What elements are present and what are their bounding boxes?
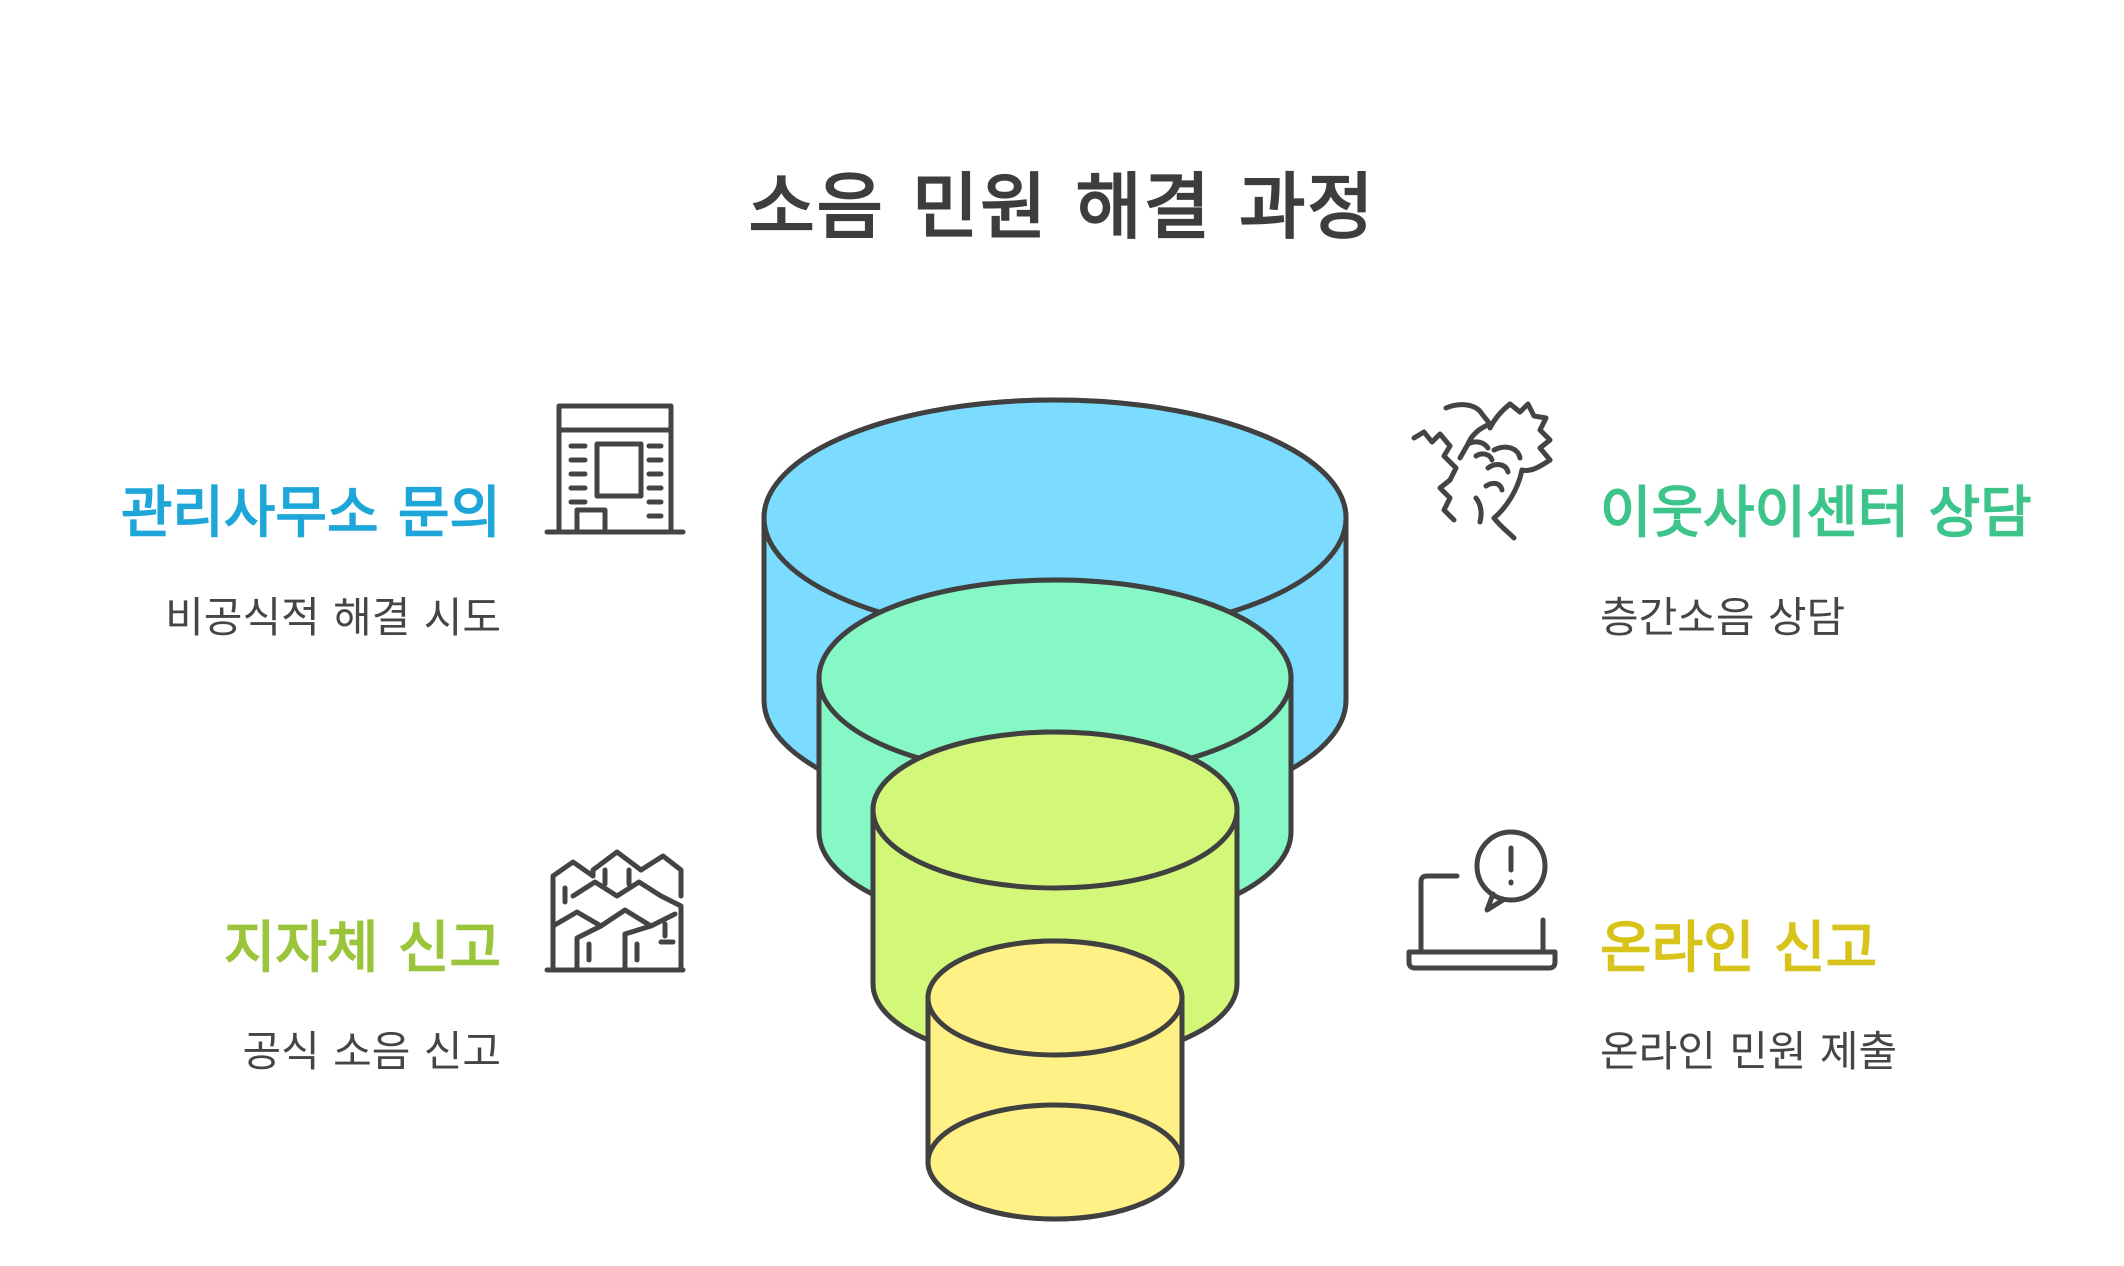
stage-4-heading: 온라인 신고 (1600, 916, 1878, 981)
stage-2-description: 층간소음 상담 (1600, 593, 1846, 642)
diagram-title: 소음 민원 해결 과정 (748, 165, 1376, 249)
funnel-layer-4-top (925, 938, 1185, 1058)
stage-3-heading: 지자체 신고 (223, 916, 501, 981)
city-buildings-icon (544, 849, 686, 973)
office-building-icon (544, 403, 686, 535)
stage-1-description: 비공식적 해결 시도 (165, 593, 501, 642)
stage-2-heading: 이웃사이센터 상담 (1600, 481, 2032, 546)
fist-bump-icon (1411, 401, 1553, 541)
funnel-layer-4-bottom-face (925, 1102, 1185, 1222)
laptop-alert-icon (1406, 829, 1558, 971)
stage-1-heading: 관리사무소 문의 (120, 481, 501, 546)
funnel-layer-3-top (870, 729, 1240, 891)
stage-3-description: 공식 소음 신고 (242, 1027, 501, 1076)
stage-4-description: 온라인 민원 제출 (1600, 1027, 1898, 1076)
